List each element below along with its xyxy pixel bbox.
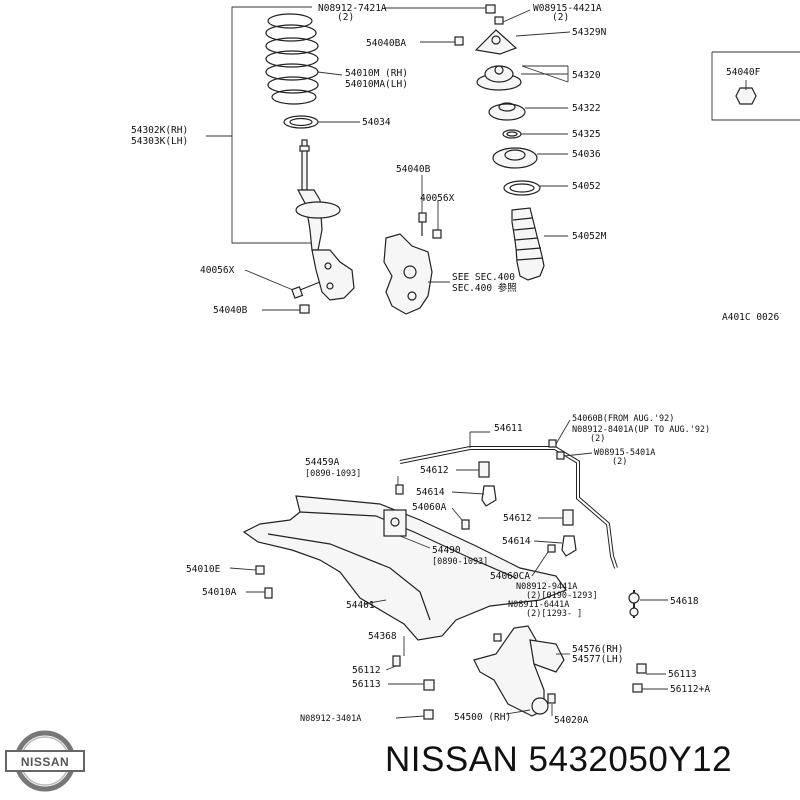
label-08915-4421A: W08915-4421A (533, 3, 602, 14)
top-nut (485, 4, 496, 14)
bottom-leaders (229, 419, 668, 719)
spring-seat-54052 (503, 180, 541, 196)
label-56112: 56112 (352, 665, 381, 676)
label-54302K: 54302K(RH) (131, 125, 188, 136)
label-08912-9441A-qty: (2)[0190-1293] (526, 591, 598, 601)
label-54060CA: 54060CA (490, 571, 530, 582)
inset-box (711, 51, 800, 121)
label-40056X-strut: 40056X (200, 265, 235, 276)
spring-seat-rubber (283, 115, 319, 129)
label-54034: 54034 (362, 117, 391, 128)
label-08911-6441A-qty: (2)[1293- ] (526, 609, 582, 619)
label-56113-left: 56113 (352, 679, 381, 690)
mount-bolt-right (494, 16, 504, 25)
label-54618: 54618 (670, 596, 699, 607)
label-54036: 54036 (572, 149, 601, 160)
label-08912-7421A: N08912-7421A (318, 3, 387, 14)
logo-text: NISSAN (21, 755, 69, 769)
label-40056X-knuckle: 40056X (420, 193, 455, 204)
coil-spring (265, 13, 319, 105)
label-08912-7421A-qty: (2) (337, 12, 354, 23)
bearing-54322 (488, 102, 526, 121)
steering-knuckle (383, 233, 433, 315)
label-54010M: 54010M (RH) (345, 68, 408, 79)
stabilizer-bar (399, 446, 618, 569)
label-54060B: 54060B(FROM AUG.'92) (572, 414, 674, 424)
label-54612-b: 54612 (503, 513, 532, 524)
label-08912-8401A-qty: (2) (590, 434, 605, 444)
label-54611: 54611 (494, 423, 523, 434)
label-54040B-knuckle: 54040B (396, 164, 431, 175)
lower-control-arm (473, 625, 565, 717)
label-54010A: 54010A (202, 587, 237, 598)
stabilizer-clamp-a (481, 485, 497, 507)
diagram-reference: A401C 0026 (722, 312, 779, 323)
label-08912-9441A: N08912-9441A (516, 582, 577, 592)
strut-nut (299, 304, 310, 314)
crossmember-bolts-left (255, 565, 273, 599)
cap-54329N (474, 29, 518, 55)
nissan-logo: NISSAN (5, 730, 85, 792)
bound-bumper-54036 (492, 147, 538, 169)
label-54368: 54368 (368, 631, 397, 642)
strut-mount-insulator (476, 65, 522, 91)
label-54040B-strut: 54040B (213, 305, 248, 316)
label-54329N: 54329N (572, 27, 607, 38)
part-title: NISSAN 5432050Y12 (385, 740, 733, 779)
label-54459A-date: [0890-1093] (305, 469, 361, 479)
dust-boot-54052M (511, 207, 545, 281)
strut-assembly (295, 139, 355, 301)
label-54614-b: 54614 (502, 536, 531, 547)
front-crossmember (242, 495, 567, 641)
label-08911-6441A: N08911-6441A (508, 600, 569, 610)
label-54010E: 54010E (186, 564, 221, 575)
strut-bracket-line (206, 6, 318, 244)
label-54322: 54322 (572, 103, 601, 114)
lower-arm-bolts (392, 633, 647, 720)
label-54401: 54401 (346, 600, 375, 611)
label-54577: 54577(LH) (572, 654, 623, 665)
label-54614-a: 54614 (416, 487, 445, 498)
label-08912-8401A: N08912-8401A(UP TO AUG.'92) (572, 425, 710, 435)
label-54325: 54325 (572, 129, 601, 140)
label-54040BA: 54040BA (366, 38, 406, 49)
label-54040F: 54040F (726, 67, 761, 78)
top-leaders (244, 7, 571, 311)
label-54612-a: 54612 (420, 465, 449, 476)
strut-bolt (291, 281, 321, 299)
label-54490: 54490 (432, 545, 461, 556)
knuckle-bolts (418, 212, 442, 239)
stabilizer-bushing-a (478, 461, 490, 478)
label-54060A: 54060A (412, 502, 447, 513)
mount-nut-left (454, 36, 464, 46)
label-54052M: 54052M (572, 231, 607, 242)
stabilizer-link (628, 590, 640, 618)
label-08915-5401A: W08915-5401A (594, 448, 655, 458)
label-54576: 54576(RH) (572, 644, 623, 655)
label-54459A: 54459A (305, 457, 340, 468)
label-56112A: 56112+A (670, 684, 710, 695)
label-54490-date: [0890-1093] (432, 557, 488, 567)
label-see-sec-400: SEE SEC.400 (452, 272, 515, 283)
label-08915-4421A-qty: (2) (552, 12, 569, 23)
label-sec-400-ref: SEC.400 参照 (452, 282, 517, 294)
label-54052: 54052 (572, 181, 601, 192)
stabilizer-clamp-b (561, 535, 577, 557)
label-54303K: 54303K(LH) (131, 136, 188, 147)
label-54010MA: 54010MA(LH) (345, 79, 408, 90)
bushing-54325 (502, 129, 522, 139)
label-08915-5401A-qty: (2) (612, 457, 627, 467)
stabilizer-bushing-b (562, 509, 574, 526)
label-54020A: 54020A (554, 715, 589, 726)
label-54320: 54320 (572, 70, 601, 81)
label-54500: 54500 (RH) (454, 712, 511, 723)
label-56113-right: 56113 (668, 669, 697, 680)
label-08912-3401A: N08912-3401A (300, 714, 361, 724)
